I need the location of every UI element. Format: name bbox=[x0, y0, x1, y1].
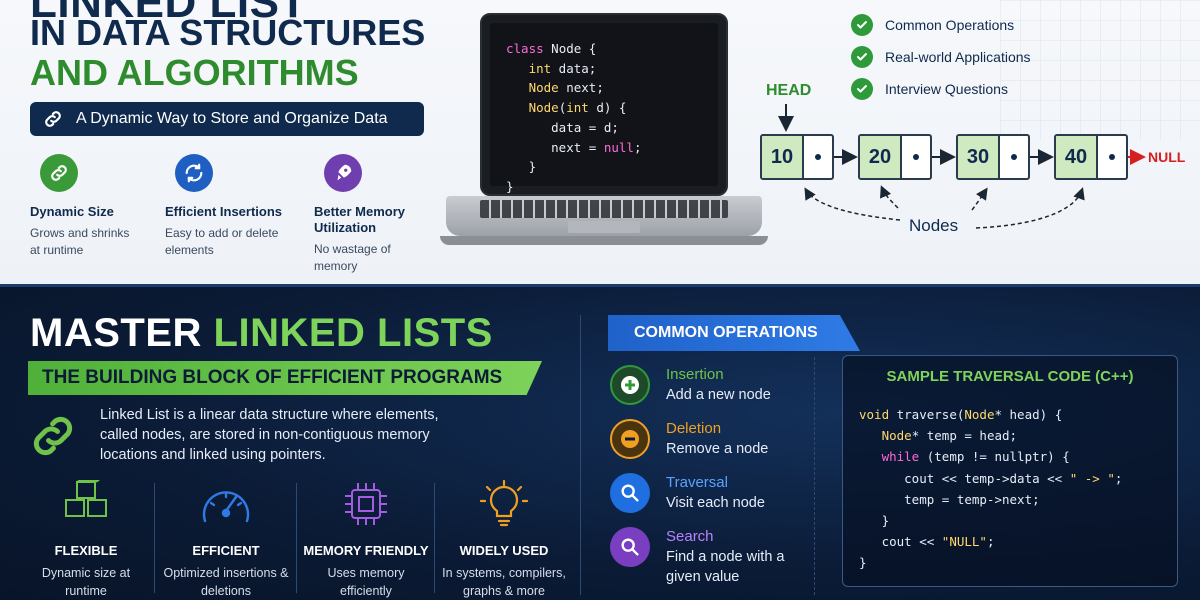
checklist-label: Common Operations bbox=[885, 17, 1015, 33]
feature-title: WIDELY USED bbox=[459, 543, 549, 558]
bottom-title-white: MASTER bbox=[30, 311, 202, 355]
feature-title: EFFICIENT bbox=[192, 543, 260, 558]
subtitle-banner: THE BUILDING BLOCK OF EFFICIENT PROGRAMS bbox=[28, 361, 542, 395]
bottom-title: MASTER LINKED LISTS bbox=[30, 311, 493, 356]
operation-title: Traversal bbox=[666, 474, 728, 491]
code-editor: class Node { int data; Node next; Node(i… bbox=[490, 23, 718, 194]
plus-icon bbox=[610, 365, 650, 405]
title-line-1: LINKED LIST bbox=[30, 0, 307, 27]
feature-better-memory: Better Memory Utilization No wastage of … bbox=[314, 154, 454, 275]
feature-dynamic-size: Dynamic Size Grows and shrinks at runtim… bbox=[30, 154, 170, 259]
feature-title: Efficient Insertions bbox=[165, 204, 283, 219]
operation-search: Search Find a node with a given value bbox=[610, 527, 796, 587]
operation-desc: Visit each node bbox=[666, 495, 765, 511]
node-pointer bbox=[804, 136, 832, 178]
rocket-icon bbox=[324, 154, 362, 192]
checklist-label: Real-world Applications bbox=[885, 49, 1031, 65]
laptop-keyboard bbox=[480, 200, 728, 218]
link-icon bbox=[45, 111, 61, 127]
feature-divider bbox=[434, 483, 435, 593]
section-divider bbox=[580, 315, 581, 595]
nodes-label: Nodes bbox=[909, 216, 959, 235]
node-class-code: class Node { int data; Node next; Node(i… bbox=[506, 41, 642, 194]
checklist-item: Real-world Applications bbox=[851, 46, 1031, 68]
feature-title: Better Memory Utilization bbox=[314, 204, 406, 235]
list-node: 20 bbox=[858, 134, 932, 180]
node-value: 20 bbox=[860, 136, 902, 178]
traversal-code-box: SAMPLE TRAVERSAL CODE (C++) void travers… bbox=[842, 355, 1178, 587]
feature-efficient-insertions: Efficient Insertions Easy to add or dele… bbox=[165, 154, 305, 259]
gauge-icon bbox=[158, 479, 294, 529]
section-divider bbox=[814, 357, 815, 595]
list-node: 10 bbox=[760, 134, 834, 180]
chip-icon bbox=[298, 479, 434, 529]
head-label: HEAD bbox=[766, 82, 812, 99]
traversal-code: void traverse(Node* head) { Node* temp =… bbox=[859, 407, 1123, 571]
feature-efficient: EFFICIENT Optimized insertions & deletio… bbox=[158, 479, 294, 600]
tagline-banner: A Dynamic Way to Store and Organize Data bbox=[30, 102, 424, 136]
laptop-trackpad bbox=[568, 221, 640, 233]
laptop-screen: class Node { int data; Node next; Node(i… bbox=[480, 13, 728, 196]
top-panel: LINKED LIST IN DATA STRUCTURES AND ALGOR… bbox=[0, 0, 1200, 284]
list-node: 40 bbox=[1054, 134, 1128, 180]
search-icon bbox=[610, 473, 650, 513]
check-icon bbox=[851, 14, 873, 36]
chain-link-icon bbox=[33, 416, 73, 456]
lightbulb-icon bbox=[436, 479, 572, 529]
feature-desc: Easy to add or delete elements bbox=[165, 226, 279, 257]
search-icon bbox=[610, 527, 650, 567]
feature-title: MEMORY FRIENDLY bbox=[303, 543, 429, 558]
operation-desc: Find a node with a given value bbox=[666, 549, 785, 585]
node-pointer bbox=[1098, 136, 1126, 178]
feature-desc: Dynamic size at runtime bbox=[41, 566, 131, 598]
feature-desc: Uses memory efficiently bbox=[327, 566, 405, 598]
minus-icon bbox=[610, 419, 650, 459]
check-icon bbox=[851, 46, 873, 68]
check-icon bbox=[851, 78, 873, 100]
list-node: 30 bbox=[956, 134, 1030, 180]
feature-widely-used: WIDELY USED In systems, compilers, graph… bbox=[436, 479, 572, 600]
feature-desc: Optimized insertions & deletions bbox=[163, 566, 289, 598]
checklist-label: Interview Questions bbox=[885, 81, 1008, 97]
code-title: SAMPLE TRAVERSAL CODE (C++) bbox=[886, 368, 1134, 385]
checklist-item: Common Operations bbox=[851, 14, 1014, 36]
operation-desc: Add a new node bbox=[666, 387, 771, 403]
checklist-item: Interview Questions bbox=[851, 78, 1008, 100]
background-grid bbox=[1000, 0, 1200, 140]
feature-title: FLEXIBLE bbox=[54, 543, 118, 558]
laptop-lip bbox=[440, 236, 768, 245]
feature-title: Dynamic Size bbox=[30, 204, 114, 219]
node-pointer bbox=[1000, 136, 1028, 178]
feature-desc: In systems, compilers, graphs & more bbox=[442, 566, 566, 598]
node-value: 10 bbox=[762, 136, 804, 178]
feature-memory-friendly: MEMORY FRIENDLY Uses memory efficiently bbox=[298, 479, 434, 600]
null-label: NULL bbox=[1148, 149, 1186, 165]
bottom-title-green: LINKED LISTS bbox=[213, 311, 493, 355]
tagline-text: A Dynamic Way to Store and Organize Data bbox=[76, 110, 388, 127]
ops-banner: COMMON OPERATIONS bbox=[608, 315, 860, 351]
title-line-3: AND ALGORITHMS bbox=[30, 52, 359, 93]
refresh-icon bbox=[175, 154, 213, 192]
operation-title: Deletion bbox=[666, 420, 722, 437]
node-value: 40 bbox=[1056, 136, 1098, 178]
cubes-icon bbox=[18, 479, 154, 529]
feature-divider bbox=[154, 483, 155, 593]
operation-traversal: Traversal Visit each node bbox=[610, 473, 765, 513]
feature-flexible: FLEXIBLE Dynamic size at runtime bbox=[18, 479, 154, 600]
operation-title: Search bbox=[666, 528, 714, 545]
feature-divider bbox=[296, 483, 297, 593]
title-line-2: IN DATA STRUCTURES bbox=[30, 12, 426, 53]
operation-desc: Remove a node bbox=[666, 441, 769, 457]
description-text: Linked List is a linear data structure w… bbox=[100, 407, 439, 463]
operation-title: Insertion bbox=[666, 366, 724, 383]
feature-desc: No wastage of memory bbox=[314, 242, 391, 273]
feature-desc: Grows and shrinks at runtime bbox=[30, 226, 130, 257]
operation-deletion: Deletion Remove a node bbox=[610, 419, 768, 459]
bottom-panel: MASTER LINKED LISTS THE BUILDING BLOCK O… bbox=[0, 284, 1200, 600]
operation-insertion: Insertion Add a new node bbox=[610, 365, 771, 405]
node-value: 30 bbox=[958, 136, 1000, 178]
link-icon bbox=[40, 154, 78, 192]
node-pointer bbox=[902, 136, 930, 178]
